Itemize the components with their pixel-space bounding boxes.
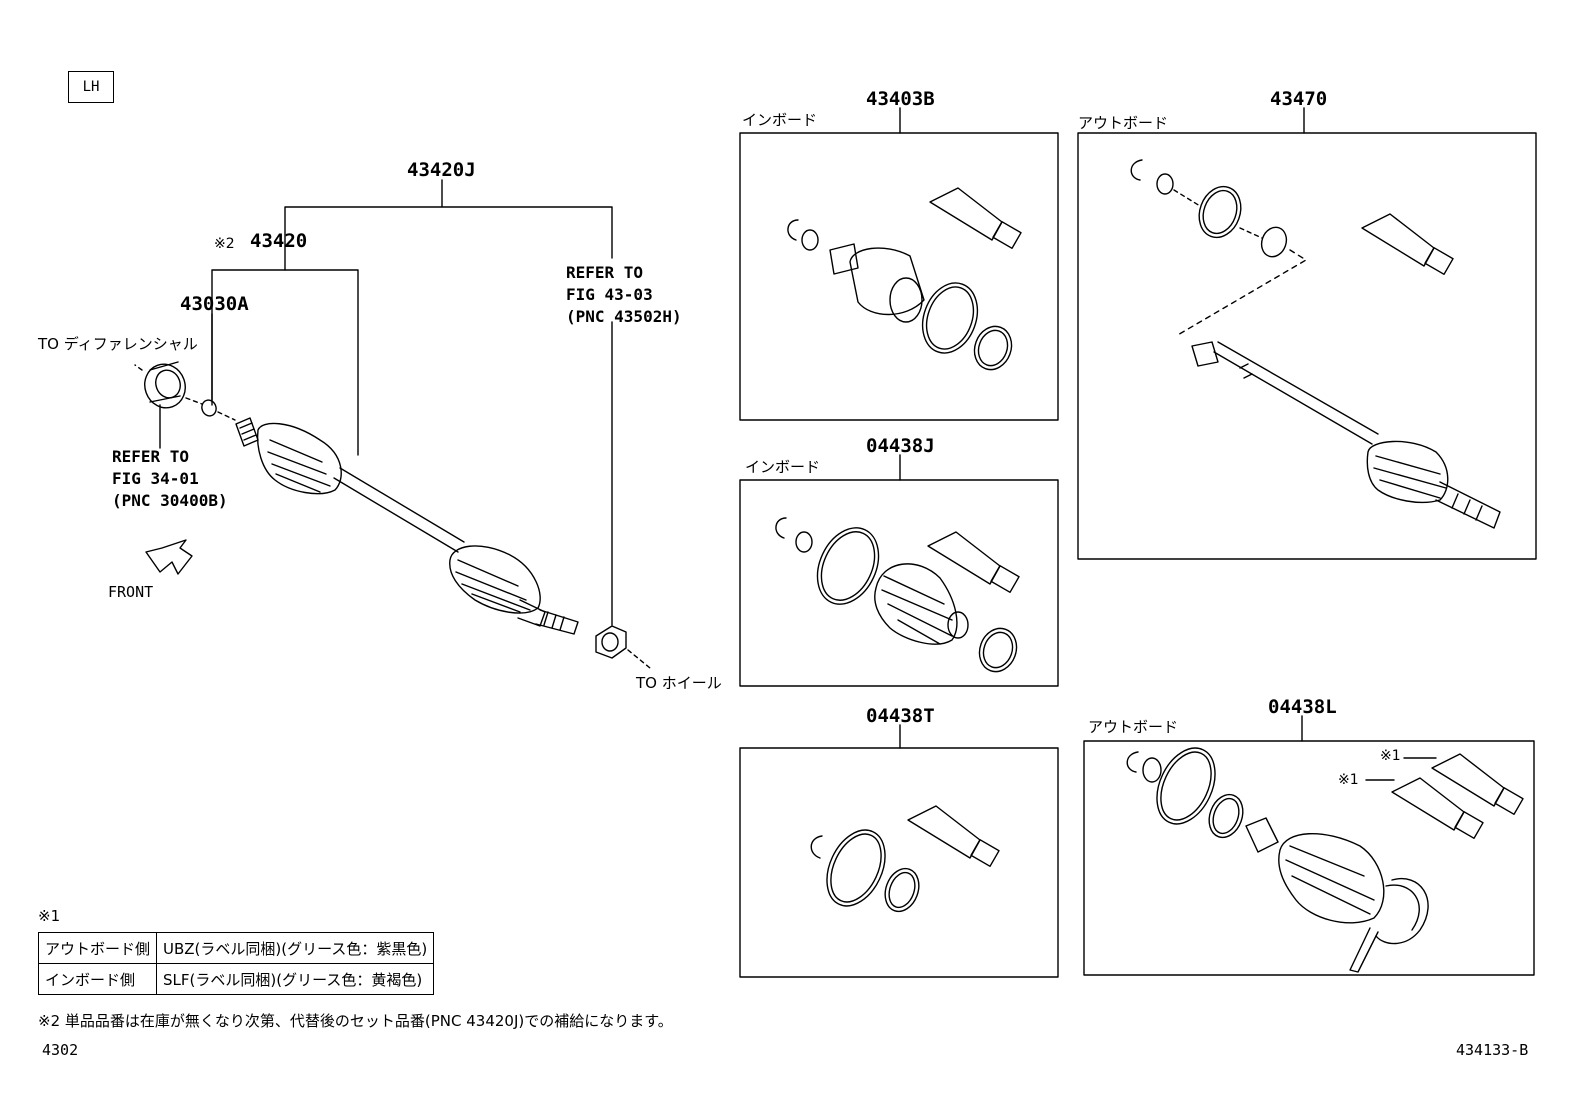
note1-row: インボード側 SLF(ラベル同梱)(グリース色：黄褐色) — [37, 963, 435, 995]
boot-clamp-large-icon[interactable] — [816, 821, 897, 915]
to-differential-label: TO ディファレンシャル — [38, 335, 198, 353]
note1-side: インボード側 — [37, 963, 158, 995]
note1-desc: UBZ(ラベル同梱)(グリース色：紫黒色) — [156, 932, 435, 964]
boot-clamp-small-icon[interactable] — [974, 623, 1023, 677]
snap-ring-icon[interactable] — [200, 398, 219, 418]
front-label: FRONT — [108, 583, 154, 601]
ref-hub-nut-line2[interactable]: FIG 43-03 — [566, 285, 653, 304]
grease-tube-icon[interactable] — [929, 187, 1022, 249]
boot-clamp-small-icon[interactable] — [1203, 790, 1248, 842]
note1-side: アウトボード側 — [37, 932, 158, 964]
snap-ring-icon[interactable] — [801, 229, 819, 251]
pnc-04438L[interactable]: 04438L — [1268, 696, 1337, 718]
note1-mark-outboard: ※1 — [1380, 748, 1401, 764]
note1-table: アウトボード側 UBZ(ラベル同梱)(グリース色：紫黒色) インボード側 SLF… — [37, 932, 435, 995]
grease-tube-icon[interactable] — [907, 805, 1000, 867]
snap-ring-icon[interactable] — [1130, 159, 1143, 181]
grease-tube-icon[interactable] — [1361, 213, 1454, 275]
outboard-boot-kit-parts — [1126, 739, 1524, 973]
grease-tube-icon[interactable] — [927, 531, 1020, 593]
dash-line — [627, 649, 651, 669]
box-43403B-title: インボード — [742, 111, 818, 129]
pnc-04438T[interactable]: 04438T — [866, 705, 935, 727]
box-04438J-title: インボード — [745, 458, 821, 476]
boot-clamp-large-icon[interactable] — [1146, 739, 1227, 833]
differential-seal-icon[interactable] — [139, 358, 192, 413]
pnc-43470[interactable]: 43470 — [1270, 88, 1328, 110]
ref-diff-seal-line2[interactable]: FIG 34-01 — [112, 469, 199, 488]
snap-ring-icon[interactable] — [775, 517, 787, 539]
ref-diff-seal-line3[interactable]: (PNC 30400B) — [112, 491, 228, 510]
note1-desc: SLF(ラベル同梱)(グリース色：黄褐色) — [156, 963, 435, 995]
note1-row: アウトボード側 UBZ(ラベル同梱)(グリース色：紫黒色) — [37, 932, 435, 964]
hub-nut-icon[interactable] — [595, 625, 627, 659]
boot-clamp-small-icon[interactable] — [879, 864, 924, 916]
snap-ring-icon[interactable] — [1126, 751, 1139, 773]
boot-icon[interactable] — [1278, 833, 1385, 924]
kit-frames — [739, 107, 1537, 978]
snap-ring-icon[interactable] — [810, 835, 823, 859]
pnc-43420[interactable]: 43420 — [250, 230, 308, 252]
inboard-joint-icon[interactable] — [829, 243, 925, 323]
boot-band-icon[interactable] — [1245, 817, 1279, 853]
boot-clamp-small-icon[interactable] — [969, 321, 1018, 375]
snap-ring-icon[interactable] — [1142, 757, 1162, 783]
pnc-43403B[interactable]: 43403B — [866, 88, 935, 110]
note2-text: ※2 単品品番は在庫が無くなり次第、代替後のセット品番(PNC 43420J)で… — [38, 1012, 673, 1030]
boot-clamp-large-icon[interactable] — [806, 518, 891, 614]
front-arrow-icon — [145, 539, 193, 575]
snap-ring-icon[interactable] — [1156, 173, 1174, 195]
outboard-shaft-icon[interactable] — [1191, 341, 1501, 529]
note1-mark-inboard: ※1 — [1338, 772, 1359, 788]
box-04438L-title: アウトボード — [1088, 718, 1179, 736]
ref-hub-nut-line1[interactable]: REFER TO — [566, 263, 644, 282]
variant-tag: LH — [68, 71, 114, 103]
ref-hub-nut-line3[interactable]: (PNC 43502H) — [566, 307, 682, 326]
box-43470-title: アウトボード — [1078, 114, 1169, 132]
boot-icon[interactable] — [874, 563, 969, 645]
dash-line — [185, 397, 203, 405]
pnc-04438J[interactable]: 04438J — [866, 435, 935, 457]
to-wheel-label: TO ホイール — [636, 674, 722, 692]
ref-diff-seal-line1[interactable]: REFER TO — [112, 447, 190, 466]
boot-band-strap-icon[interactable] — [1349, 877, 1429, 973]
small-boot-kit-parts — [810, 805, 1000, 916]
inboard-joint-kit-parts — [787, 187, 1022, 375]
note1-title: ※1 — [38, 907, 61, 925]
note2-mark: ※2 — [214, 236, 235, 252]
grease-tube-outboard-icon[interactable] — [1431, 753, 1524, 815]
boot-clamp-large-icon[interactable] — [913, 275, 986, 360]
grease-tube-inboard-icon[interactable] — [1391, 777, 1484, 839]
pnc-43420J[interactable]: 43420J — [407, 159, 476, 181]
note1-leaders — [1365, 757, 1437, 781]
snap-ring-icon[interactable] — [787, 219, 799, 241]
outboard-joint-kit-parts — [1130, 159, 1501, 529]
pnc-43030A[interactable]: 43030A — [180, 293, 249, 315]
drive-shaft-icon[interactable] — [235, 417, 579, 635]
boot-clamp-small-icon[interactable] — [1258, 224, 1291, 260]
figure-code: 434133-B — [1456, 1041, 1529, 1059]
leader-lines — [134, 179, 613, 626]
inboard-boot-kit-parts — [775, 517, 1023, 677]
boot-clamp-large-icon[interactable] — [1192, 181, 1247, 244]
page-code: 4302 — [42, 1041, 79, 1059]
snap-ring-icon[interactable] — [795, 531, 813, 553]
dash-line — [217, 411, 236, 421]
